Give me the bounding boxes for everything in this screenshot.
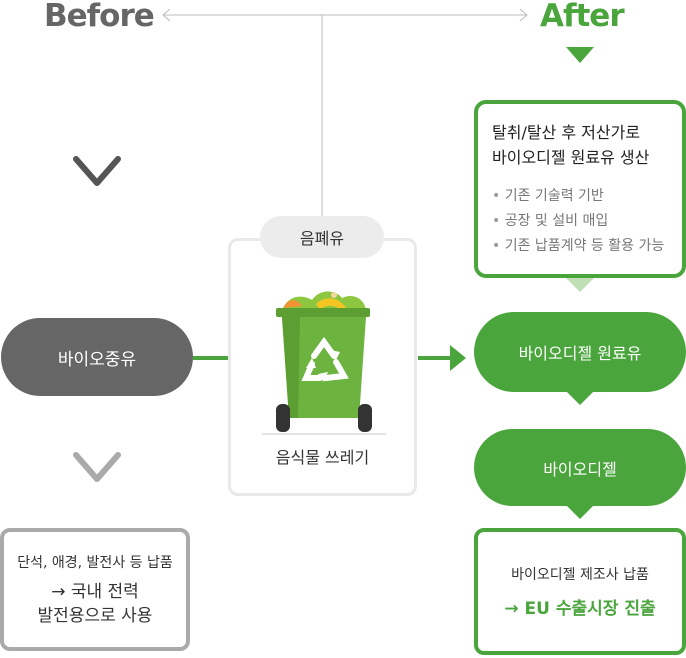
after-down-triangle bbox=[566, 47, 594, 63]
list-item: 기존 납품계약 등 활용 가능 bbox=[492, 234, 672, 259]
chevron-down-icon bbox=[73, 156, 121, 186]
bio-heavy-oil-pill: 바이오중유 bbox=[1, 318, 193, 396]
recycle-bin-icon bbox=[262, 291, 386, 435]
top-box-down-triangle bbox=[566, 278, 594, 292]
list-item: 공장 및 설비 매입 bbox=[492, 209, 672, 234]
biodiesel-raw-material-pill: 바이오디젤 원료유 bbox=[474, 312, 686, 392]
after-result-line2: → EU 수출시장 진출 bbox=[504, 599, 656, 619]
before-result-box: 단석, 애경, 발전사 등 납품 → 국내 전력 발전용으로 사용 bbox=[0, 528, 190, 651]
bio-pill-down-triangle bbox=[566, 505, 594, 519]
before-result-line1: 단석, 애경, 발전사 등 납품 bbox=[17, 554, 173, 571]
biodiesel-pill: 바이오디젤 bbox=[474, 429, 686, 506]
waste-oil-tag: 음폐유 bbox=[260, 216, 384, 258]
after-process-box: 탈취/탈산 후 저산가로 바이오디젤 원료유 생산 기존 기술력 기반 공장 및… bbox=[474, 100, 686, 278]
right-connector-arrowhead bbox=[450, 345, 466, 371]
after-process-bullets: 기존 기술력 기반 공장 및 설비 매입 기존 납품계약 등 활용 가능 bbox=[492, 184, 672, 259]
after-result-box: 바이오디젤 제조사 납품 → EU 수출시장 진출 bbox=[474, 528, 686, 655]
raw-pill-down-triangle bbox=[566, 391, 594, 405]
left-arrowhead bbox=[162, 8, 171, 22]
after-process-title-line1: 탈취/탈산 후 저산가로 bbox=[492, 123, 641, 142]
chevron-down-icon bbox=[73, 452, 121, 482]
before-heading: Before bbox=[44, 0, 155, 34]
food-waste-label: 음식물 쓰레기 bbox=[275, 448, 370, 467]
after-process-title-line2: 바이오디젤 원료유 생산 bbox=[492, 148, 650, 167]
before-result-line3: 발전용으로 사용 bbox=[37, 605, 153, 626]
right-arrowhead bbox=[519, 8, 528, 22]
after-result-line1: 바이오디젤 제조사 납품 bbox=[511, 567, 649, 583]
list-item: 기존 기술력 기반 bbox=[492, 184, 672, 209]
before-result-line2: → 국내 전력 bbox=[51, 581, 139, 602]
after-heading: After bbox=[540, 0, 625, 34]
